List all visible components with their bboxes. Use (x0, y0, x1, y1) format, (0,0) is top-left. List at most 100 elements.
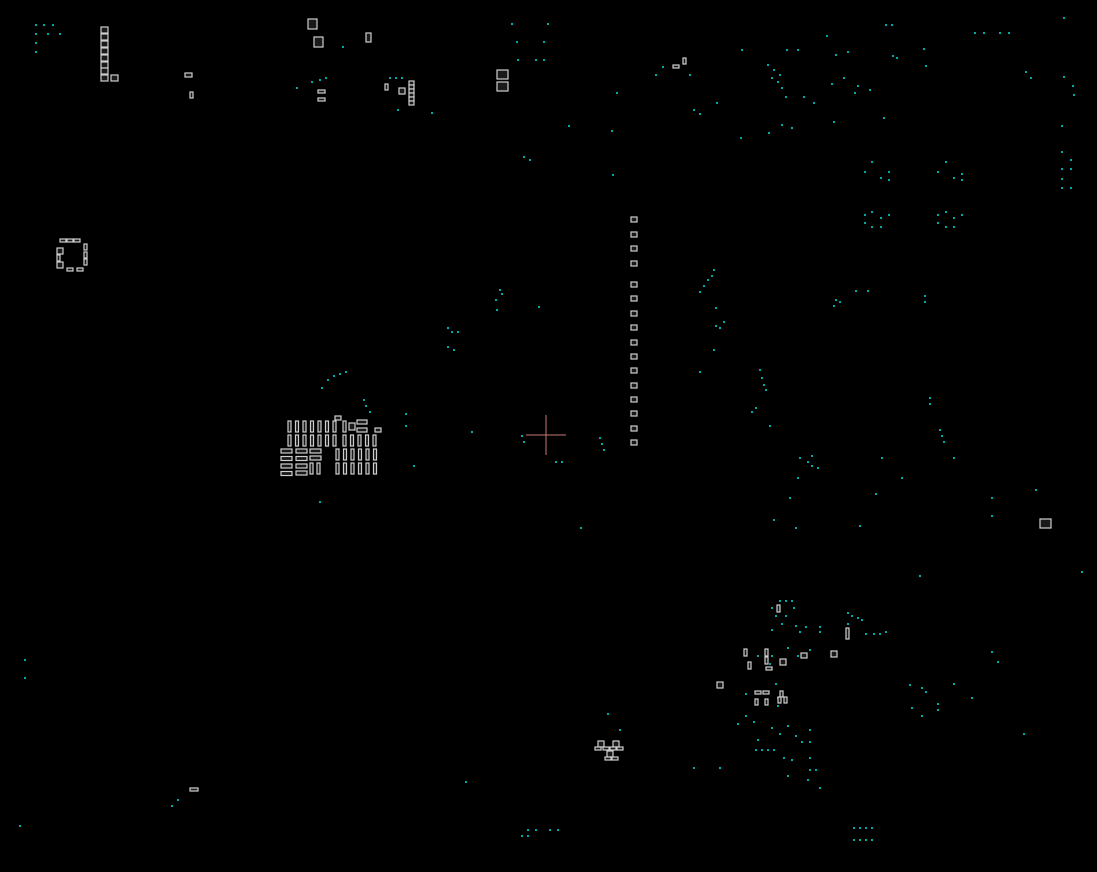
component-pad[interactable] (398, 87, 406, 95)
component-pad[interactable] (302, 420, 307, 433)
component-pad[interactable] (779, 658, 787, 666)
component-pad[interactable] (100, 61, 109, 69)
component-pad[interactable] (597, 740, 605, 748)
component-pad[interactable] (384, 83, 389, 91)
component-pad[interactable] (594, 746, 602, 751)
component-pad[interactable] (287, 420, 292, 433)
component-pad[interactable] (630, 367, 638, 374)
component-pad[interactable] (630, 216, 638, 223)
component-pad[interactable] (56, 254, 61, 262)
component-pad[interactable] (66, 238, 74, 243)
component-pad[interactable] (294, 434, 300, 447)
component-pad[interactable] (357, 434, 362, 447)
component-pad[interactable] (335, 448, 340, 461)
component-pad[interactable] (609, 746, 617, 751)
component-pad[interactable] (372, 448, 378, 461)
component-pad[interactable] (630, 281, 638, 288)
component-pad[interactable] (365, 32, 372, 43)
component-pad[interactable] (356, 427, 368, 433)
component-pad[interactable] (335, 462, 340, 475)
component-pad[interactable] (1039, 518, 1052, 529)
component-pad[interactable] (280, 470, 293, 477)
component-pad[interactable] (307, 18, 318, 30)
component-pad[interactable] (365, 448, 370, 461)
component-pad[interactable] (496, 69, 509, 80)
component-pad[interactable] (100, 74, 109, 82)
component-pad[interactable] (294, 420, 300, 433)
component-pad[interactable] (324, 420, 330, 433)
component-pad[interactable] (779, 690, 784, 698)
component-pad[interactable] (316, 462, 321, 475)
component-pad[interactable] (845, 627, 850, 640)
component-pad[interactable] (612, 740, 620, 748)
component-pad[interactable] (630, 439, 638, 446)
component-pad[interactable] (764, 656, 769, 665)
component-pad[interactable] (606, 750, 614, 758)
component-pad[interactable] (372, 434, 377, 447)
component-pad[interactable] (374, 427, 382, 433)
component-pad[interactable] (630, 353, 638, 360)
component-pad[interactable] (765, 666, 773, 671)
component-pad[interactable] (372, 462, 378, 475)
component-pad[interactable] (747, 661, 752, 670)
component-pad[interactable] (602, 746, 610, 751)
component-pad[interactable] (408, 100, 415, 106)
component-pad[interactable] (743, 648, 748, 657)
component-pad[interactable] (100, 33, 109, 41)
component-pad[interactable] (302, 434, 307, 447)
component-pad[interactable] (110, 74, 119, 82)
component-pad[interactable] (317, 434, 322, 447)
component-pad[interactable] (56, 261, 64, 269)
component-pad[interactable] (342, 448, 348, 461)
component-pad[interactable] (317, 97, 326, 102)
component-pad[interactable] (76, 267, 84, 272)
component-pad[interactable] (776, 604, 781, 613)
component-pad[interactable] (764, 648, 769, 657)
component-pad[interactable] (630, 396, 638, 403)
component-pad[interactable] (56, 247, 64, 255)
component-pad[interactable] (350, 462, 355, 475)
component-pad[interactable] (604, 756, 612, 761)
component-pad[interactable] (611, 756, 619, 761)
component-pad[interactable] (754, 690, 762, 695)
component-pad[interactable] (350, 448, 355, 461)
component-pad[interactable] (280, 448, 293, 454)
component-pad[interactable] (280, 463, 293, 469)
component-pad[interactable] (764, 698, 769, 706)
component-pad[interactable] (287, 434, 292, 447)
component-pad[interactable] (295, 455, 308, 462)
component-pad[interactable] (100, 47, 109, 55)
component-pad[interactable] (332, 434, 337, 447)
component-pad[interactable] (630, 310, 638, 317)
component-pad[interactable] (830, 650, 838, 658)
component-pad[interactable] (184, 72, 193, 78)
component-pad[interactable] (357, 462, 363, 475)
component-pad[interactable] (83, 258, 88, 266)
component-pad[interactable] (630, 339, 638, 346)
component-pad[interactable] (83, 243, 88, 251)
component-pad[interactable] (83, 251, 88, 259)
component-pad[interactable] (716, 681, 724, 689)
component-pad[interactable] (630, 382, 638, 389)
component-pad[interactable] (672, 64, 680, 69)
component-pad[interactable] (189, 787, 199, 792)
component-pad[interactable] (100, 40, 109, 48)
component-pad[interactable] (616, 746, 624, 751)
component-pad[interactable] (309, 455, 322, 461)
component-pad[interactable] (630, 231, 638, 238)
component-pad[interactable] (342, 462, 348, 475)
component-pad[interactable] (348, 422, 356, 431)
component-pad[interactable] (342, 420, 347, 433)
component-pad[interactable] (762, 690, 770, 695)
component-pad[interactable] (800, 652, 808, 659)
component-pad[interactable] (309, 448, 322, 454)
component-pad[interactable] (295, 463, 308, 469)
component-pad[interactable] (309, 462, 314, 475)
component-pad[interactable] (309, 434, 315, 447)
component-pad[interactable] (334, 415, 342, 421)
component-pad[interactable] (777, 696, 782, 704)
component-pad[interactable] (630, 425, 638, 432)
component-pad[interactable] (313, 36, 324, 48)
component-pad[interactable] (73, 238, 81, 243)
